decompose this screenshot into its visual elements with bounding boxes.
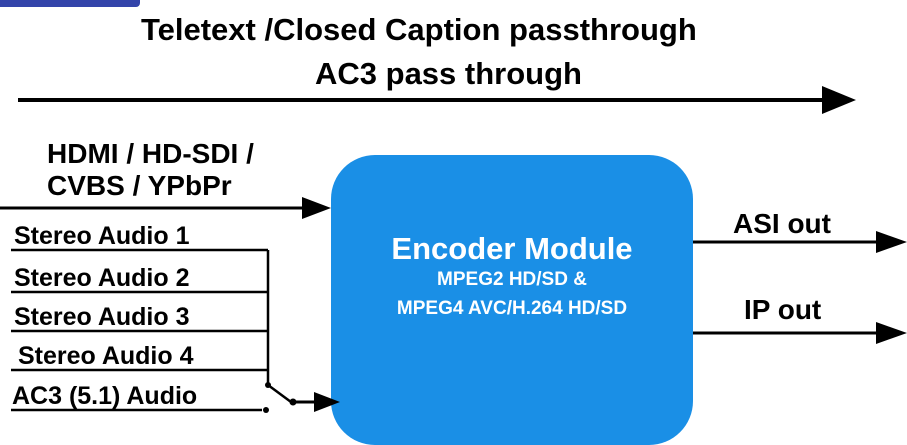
encoder-module-box: Encoder Module MPEG2 HD/SD & MPEG4 AVC/H…: [331, 155, 693, 445]
audio-input-arrowhead: [314, 392, 340, 412]
audio-input-4: Stereo Audio 4: [18, 342, 194, 370]
audio-switch-pivot-left: [263, 407, 269, 413]
ip-out-arrowhead: [876, 322, 907, 344]
video-input-label-2: CVBS / YPbPr: [47, 170, 232, 201]
audio-input-5: AC3 (5.1) Audio: [12, 382, 198, 410]
ip-out-label: IP out: [744, 294, 822, 325]
passthrough-label-1: Teletext /Closed Caption passthrough: [141, 12, 697, 47]
video-input-arrowhead: [302, 197, 331, 219]
passthrough-label-2: AC3 pass through: [315, 56, 582, 91]
video-input-label-1: HDMI / HD-SDI /: [47, 138, 254, 169]
audio-switch-arm: [267, 383, 292, 404]
passthrough-arrowhead: [822, 86, 856, 114]
audio-input-1: Stereo Audio 1: [14, 222, 190, 250]
asi-out-arrowhead: [876, 231, 907, 253]
audio-input-2: Stereo Audio 2: [14, 264, 190, 292]
audio-switch-pivot-top: [265, 382, 271, 388]
asi-out-label: ASI out: [733, 208, 831, 239]
audio-input-3: Stereo Audio 3: [14, 303, 190, 331]
encoder-title: Encoder Module: [391, 231, 633, 266]
encoder-subtitle-1: MPEG2 HD/SD &: [437, 269, 587, 290]
connection-lines: [0, 86, 907, 413]
encoder-subtitle-2: MPEG4 AVC/H.264 HD/SD: [396, 298, 628, 319]
clipped-header-fragment: [0, 0, 140, 7]
